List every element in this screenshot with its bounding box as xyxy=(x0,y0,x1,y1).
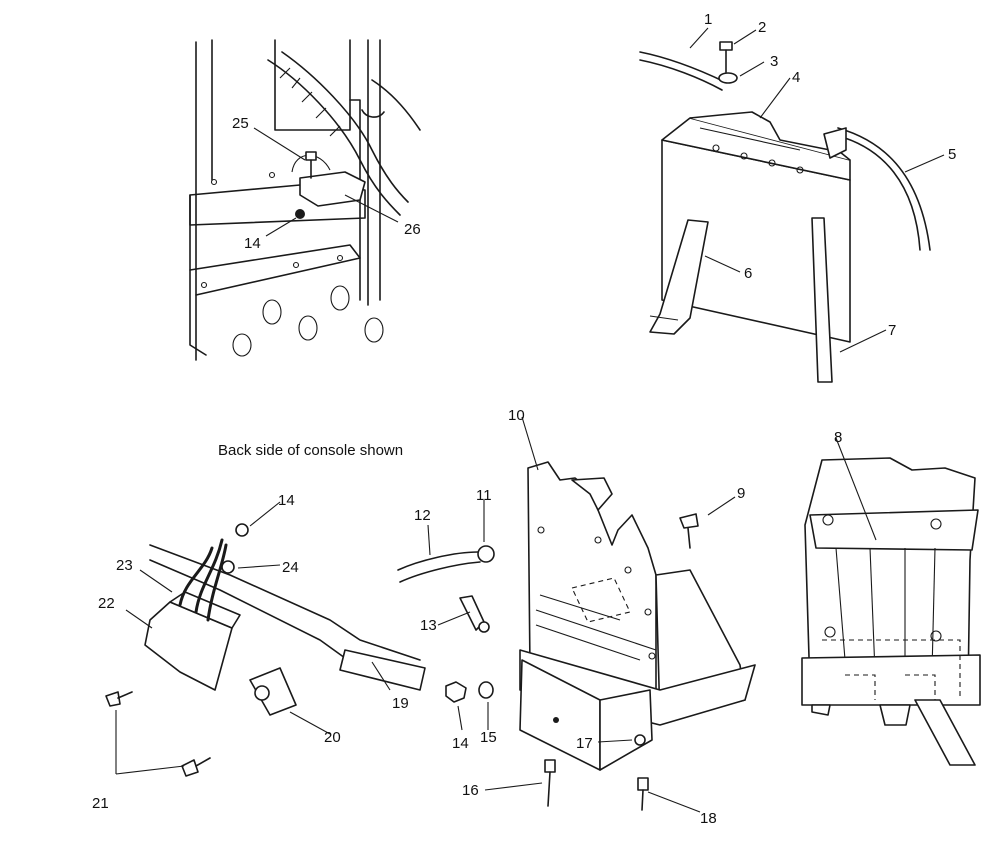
callout-10: 10 xyxy=(508,407,525,424)
battery-view xyxy=(639,41,931,383)
leader-lines xyxy=(115,27,945,813)
callout-19: 19 xyxy=(392,695,409,712)
callout-12: 12 xyxy=(414,507,431,524)
callout-14-top: 14 xyxy=(244,235,261,252)
callout-22: 22 xyxy=(98,595,115,612)
callout-8: 8 xyxy=(834,429,842,446)
callout-24: 24 xyxy=(282,559,299,576)
callout-18: 18 xyxy=(700,810,717,827)
console-mount-view xyxy=(189,39,421,361)
callout-labels: 1 2 3 4 5 6 7 8 9 10 11 12 13 14 14 14 1… xyxy=(92,11,956,827)
callout-2: 2 xyxy=(758,19,766,36)
callout-4: 4 xyxy=(792,69,800,86)
callout-26: 26 xyxy=(404,221,421,238)
callout-23: 23 xyxy=(116,557,133,574)
callout-7: 7 xyxy=(888,322,896,339)
console-caption: Back side of console shown xyxy=(218,442,403,459)
callout-6: 6 xyxy=(744,265,752,282)
callout-9: 9 xyxy=(737,485,745,502)
callout-14-tray: 14 xyxy=(452,735,469,752)
console-back-view xyxy=(105,523,426,777)
callout-1: 1 xyxy=(704,11,712,28)
callout-11: 11 xyxy=(476,487,492,504)
callout-5: 5 xyxy=(948,146,956,163)
callout-13: 13 xyxy=(420,617,437,634)
callout-15: 15 xyxy=(480,729,497,746)
callout-25: 25 xyxy=(232,115,249,132)
callout-20: 20 xyxy=(324,729,341,746)
callout-17: 17 xyxy=(576,735,593,752)
callout-14-left: 14 xyxy=(278,492,295,509)
callout-21: 21 xyxy=(92,795,109,812)
callout-16: 16 xyxy=(462,782,479,799)
battery-tray-view xyxy=(397,461,756,811)
callout-3: 3 xyxy=(770,53,778,70)
strap-tray-view xyxy=(801,457,981,766)
